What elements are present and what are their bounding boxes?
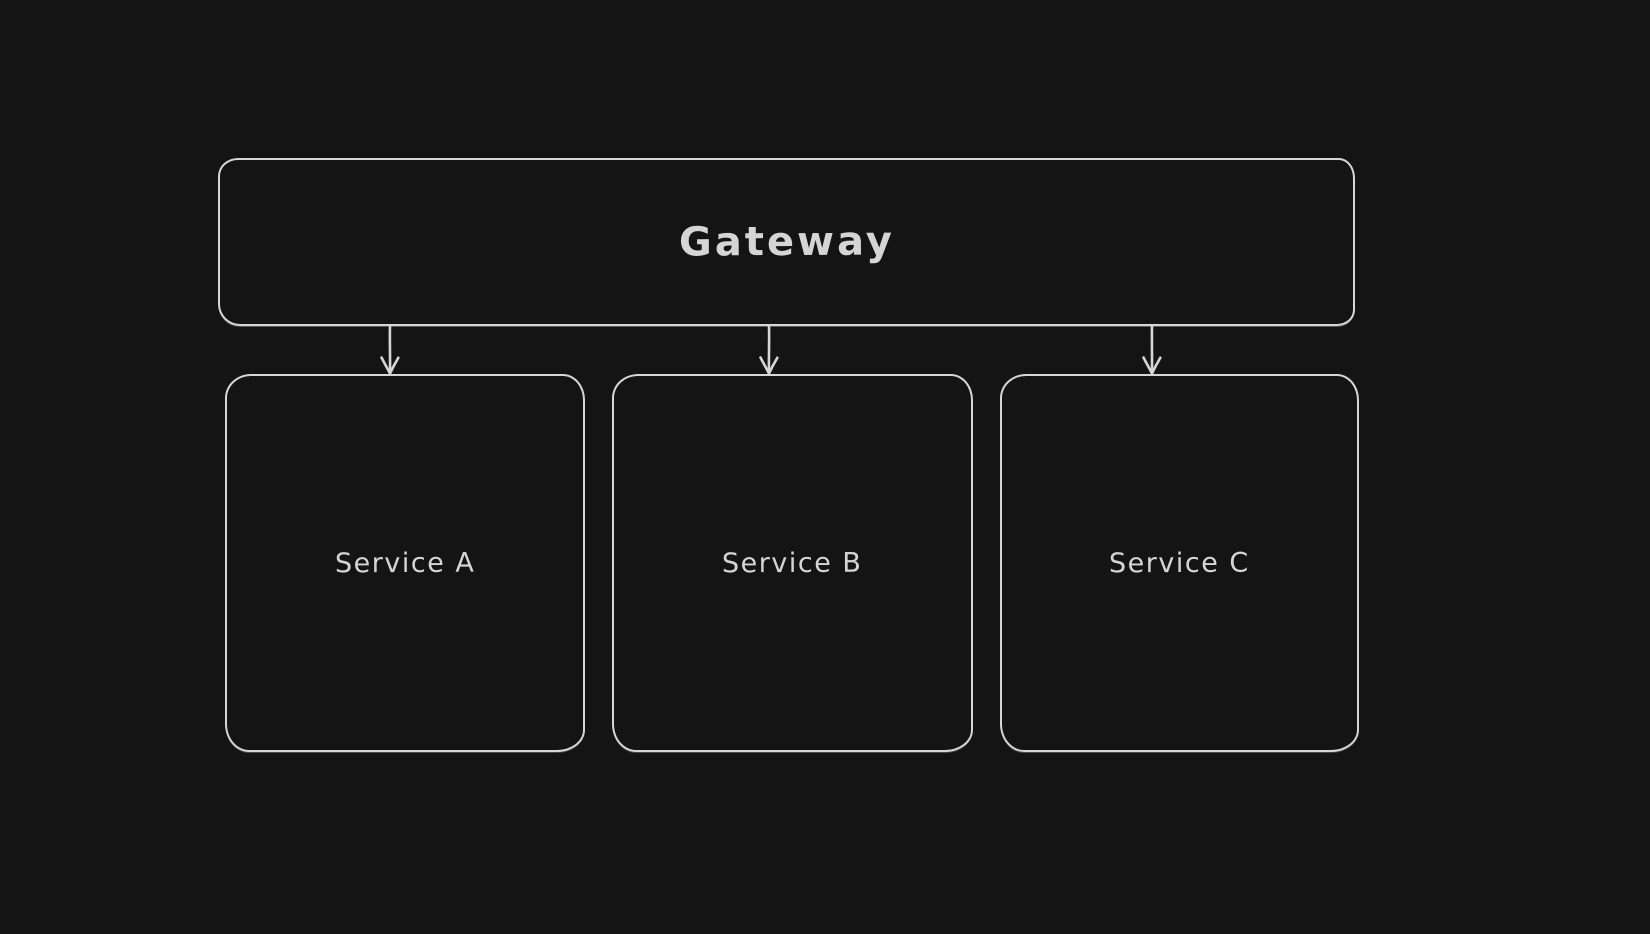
service-c-node[interactable]: Service C <box>1000 374 1359 752</box>
service-b-label: Service B <box>722 547 863 579</box>
service-c-label: Service C <box>1109 547 1250 579</box>
arrow-down-icon[interactable] <box>1139 325 1165 376</box>
gateway-node[interactable]: Gateway <box>218 158 1355 326</box>
arrow-down-icon[interactable] <box>756 325 782 376</box>
gateway-label: Gateway <box>678 218 895 266</box>
service-a-label: Service A <box>334 547 476 579</box>
service-b-node[interactable]: Service B <box>612 374 973 752</box>
service-a-node[interactable]: Service A <box>225 374 585 752</box>
arrow-down-icon[interactable] <box>377 325 403 376</box>
